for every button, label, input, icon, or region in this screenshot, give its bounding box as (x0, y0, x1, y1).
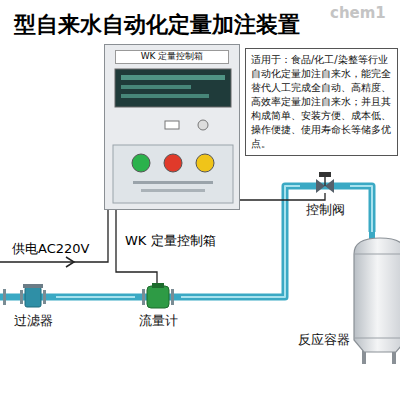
box-label: WK 定量控制箱 (125, 232, 216, 250)
push-button (132, 154, 150, 172)
vessel-seam (354, 254, 400, 255)
signal-wire (300, 193, 325, 200)
pipe-body (350, 186, 372, 232)
plate-mark (133, 181, 213, 184)
button-panel (113, 145, 233, 203)
node-text: 流量计 (135, 313, 181, 329)
valve-actuator (319, 172, 331, 177)
watermark: chem1 (330, 4, 386, 22)
valve-symbol: 控制阀 (300, 172, 350, 228)
pipe-highlight (56, 296, 135, 298)
indicator (165, 121, 179, 129)
push-button (196, 154, 214, 172)
lcd-line (121, 85, 191, 89)
vessel-seam (354, 338, 400, 339)
description-box: 适用于：食品/化工/染整等行业自动化定量加注自来水，能完全替代人工完成全自动、高… (245, 48, 398, 156)
node-text: 适用于：食品/化工/染整等行业自动化定量加注自来水，能完全替代人工完成全自动、高… (251, 53, 392, 151)
control-box: WK 定量控制箱 (104, 44, 240, 210)
flange (20, 290, 23, 304)
valve-body (325, 179, 334, 193)
lcd-line (121, 75, 225, 80)
node-text: 反应容器 (296, 332, 400, 348)
meter-body (147, 286, 169, 308)
flange (43, 290, 46, 304)
lcd-line (121, 94, 209, 98)
node-art (105, 45, 241, 211)
diagram-title: 型自来水自动化定量加注装置 (14, 10, 300, 40)
power-wire (0, 210, 108, 262)
meter-head (152, 283, 164, 288)
node-text: 控制阀 (300, 202, 350, 218)
node-text: 过滤器 (10, 313, 56, 329)
water-pipe (350, 186, 372, 232)
water-pipe (56, 297, 135, 298)
power-label: 供电AC220V (12, 240, 89, 258)
signal-wire (240, 200, 300, 201)
plate-mark (141, 189, 205, 192)
vessel-shell (354, 238, 400, 352)
filter-cap (23, 284, 43, 288)
node-text: WK 定量控制箱 (115, 50, 229, 64)
push-button (164, 154, 182, 172)
filter-symbol: 过滤器 (10, 283, 56, 333)
node-art (300, 172, 350, 228)
flange (171, 289, 174, 305)
power-arrow (66, 257, 74, 267)
lcd-screen (115, 69, 231, 107)
pipe-body (56, 294, 135, 301)
reactor-vessel: 反应容器 (296, 232, 400, 364)
filter-body (25, 287, 41, 307)
pipe-flange (3, 289, 6, 305)
pipe-highlight (350, 186, 372, 232)
key-switch (198, 120, 208, 130)
wire-path (240, 199, 300, 200)
flowmeter-symbol: 流量计 (135, 283, 181, 333)
valve-body (316, 179, 325, 193)
valve-stem (324, 176, 326, 186)
flange (142, 289, 145, 305)
